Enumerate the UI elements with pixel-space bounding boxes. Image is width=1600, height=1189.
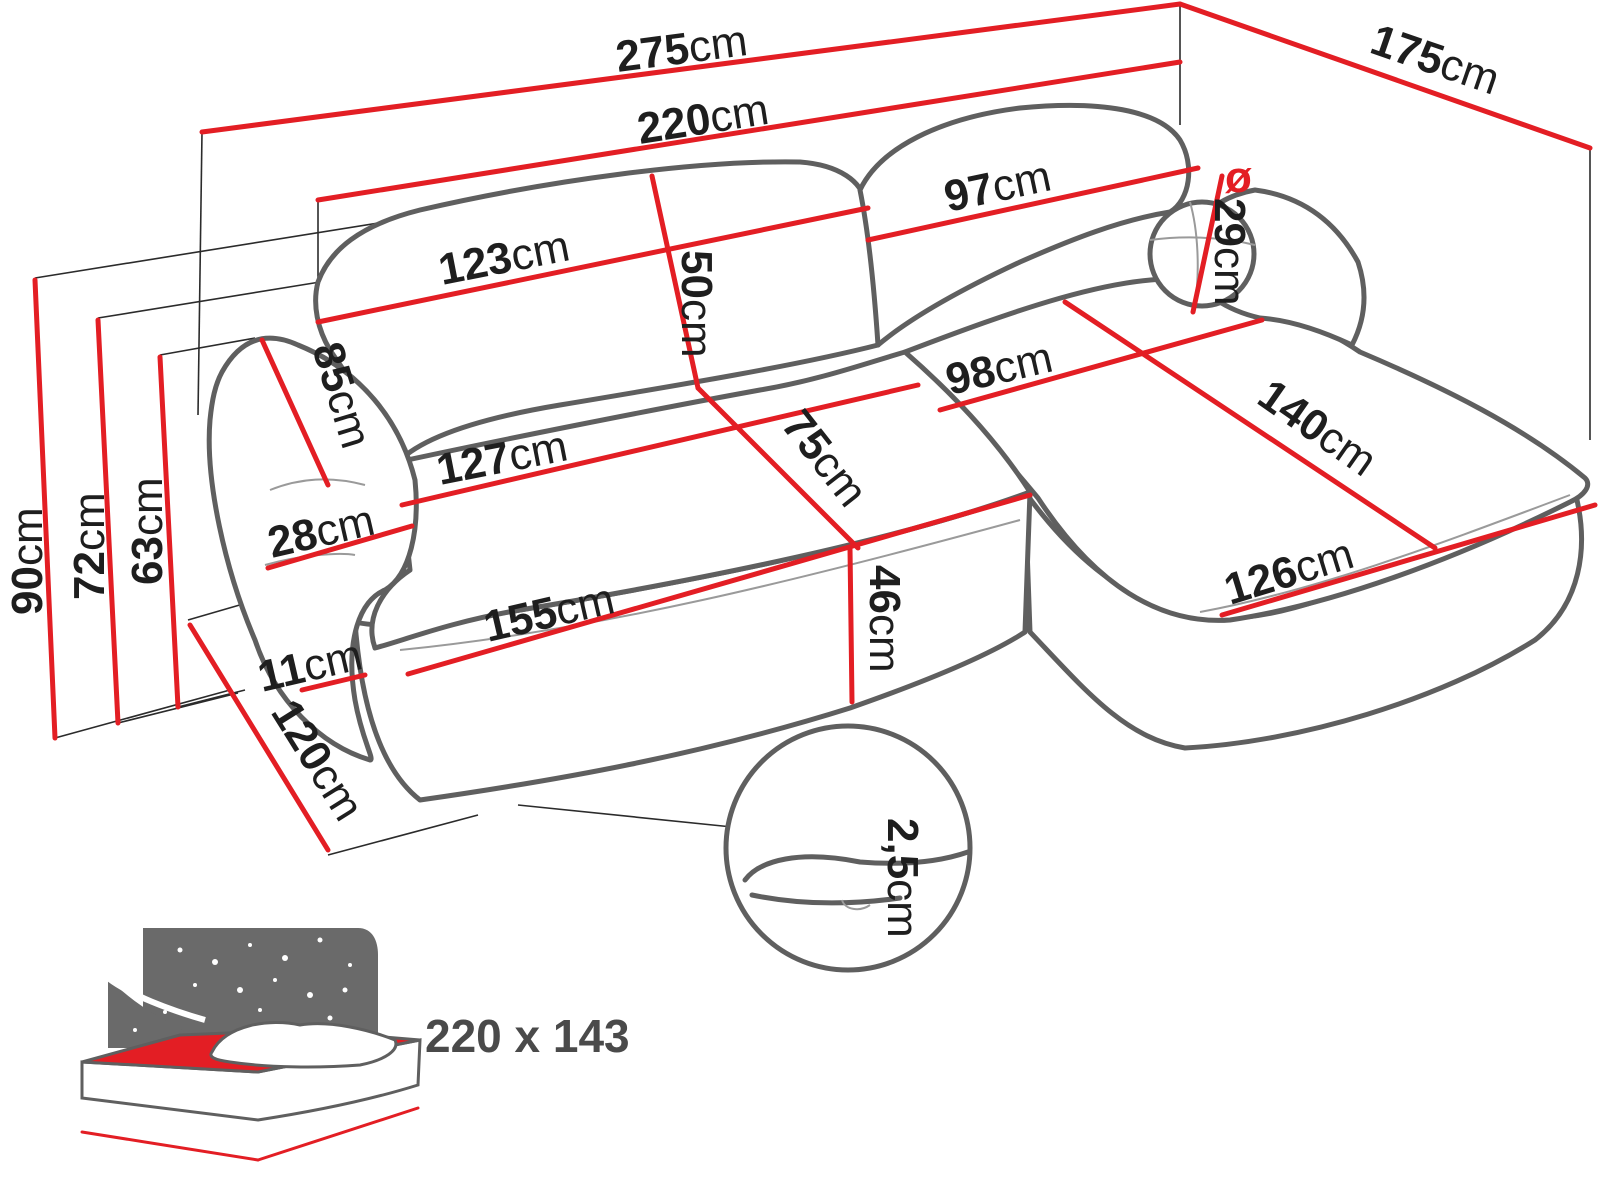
label-detail-gap: 2,5cm xyxy=(878,818,927,938)
label-height-arm: 63cm xyxy=(123,477,172,585)
main-seat-cushion xyxy=(369,349,1033,651)
label-seat-height: 46cm xyxy=(860,565,909,673)
sofa-illustration xyxy=(206,102,1591,803)
dimension-lines xyxy=(32,1,1598,901)
label-height-total: 90cm xyxy=(3,507,52,615)
label-height-back: 72cm xyxy=(65,492,114,600)
left-armrest xyxy=(206,335,419,763)
label-backrest-height: 50cm xyxy=(672,250,721,358)
label-chaise-inner: 98cm xyxy=(941,333,1057,405)
label-cushion-diameter: 29cm xyxy=(1205,198,1254,306)
sleeping-area-size: 220 x 143 xyxy=(425,1010,630,1062)
round-cushion xyxy=(1147,199,1257,309)
detail-magnifier: 2,5cm xyxy=(723,723,973,973)
label-cushion-symbol: ø xyxy=(1225,153,1252,202)
label-main-width: 220cm xyxy=(634,85,772,154)
label-backrest-right: 97cm xyxy=(940,151,1055,221)
sleeping-area-icon: 220 x 143 xyxy=(80,928,630,1162)
label-total-length: 275cm xyxy=(613,16,750,82)
